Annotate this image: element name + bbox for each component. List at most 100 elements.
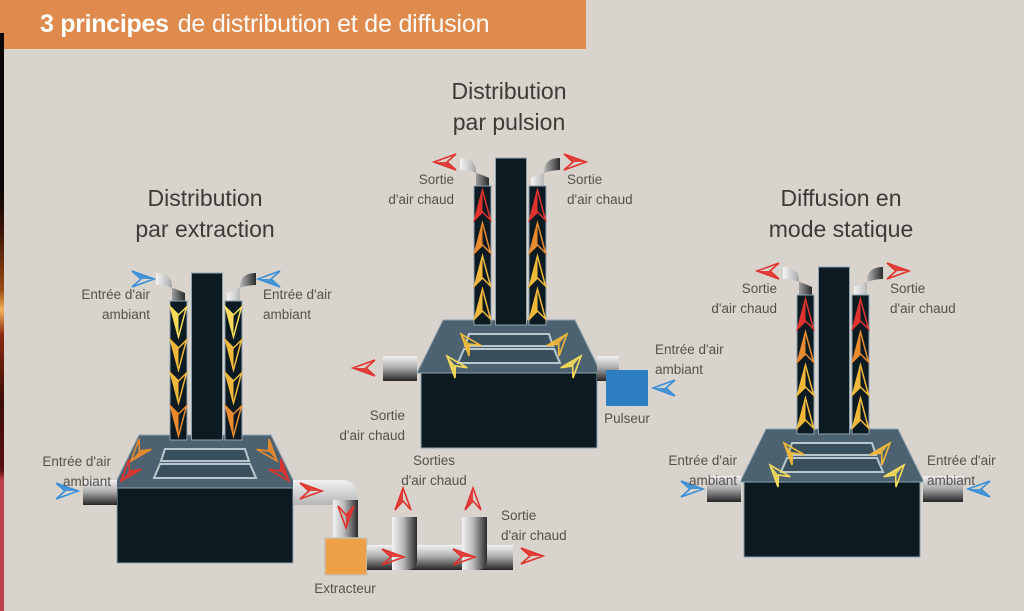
stove-extraction-plate-arrow-fill (131, 449, 152, 461)
stove-pulsion-duct-arrow (528, 286, 547, 322)
stove-extraction-plate-arrow (256, 438, 279, 463)
stove-pulsion-duct-label-left-line: Sortie (419, 172, 454, 187)
stove-pulsion-duct-arrow-fill (474, 256, 483, 286)
stove-statique-duct-label-right-line: Sortie (890, 281, 925, 296)
stove-statique-duct-arrow-fill (852, 398, 861, 428)
stove-pulsion-chimney (495, 157, 527, 326)
stove-extraction-duct-arrow (169, 304, 188, 340)
riser-2 (462, 517, 487, 570)
stove-statique-duct-arrow-fill (797, 332, 806, 362)
stove-statique-left-outlet-pipe (783, 267, 812, 295)
stove-extraction-duct-arrow-fill (170, 307, 179, 337)
stove-extraction-duct-arrow (169, 337, 188, 373)
statique-side-label-left-line: ambiant (689, 473, 737, 488)
stove-extraction-duct-arrow-fill (225, 406, 234, 436)
stove-extraction-plate-arrow (268, 458, 291, 483)
distribution-pipe-arrow (381, 548, 407, 566)
distribution-end-arrow-fill (521, 548, 543, 556)
pulsion-right-inlet-arrow (650, 379, 676, 397)
distribution-pipe-arrow-fill (453, 549, 475, 557)
stove-pulsion-duct-arrow-fill (474, 190, 483, 220)
stove-extraction-inlet-arrow-right (255, 270, 281, 288)
stove-pulsion-duct-arrow-fill (474, 289, 483, 319)
stove-statique-plate-arrow (768, 463, 791, 488)
extraction-outputs-middle-label-line: Sorties (413, 453, 455, 468)
pulsion-left-outlet-pipe (383, 356, 417, 381)
stove-statique-outlet-arrow-right (886, 262, 912, 280)
extraction-outputs-middle-label-line: d'air chaud (401, 473, 467, 488)
extraction-pipe-arrow (299, 482, 325, 500)
stove-extraction-duct-arrow-fill (225, 373, 234, 403)
stove-statique-body (743, 481, 921, 558)
pulsion-side-label-right-line: Entrée d'air (655, 342, 724, 357)
extraction-outputs-end-label-line: d'air chaud (501, 528, 567, 543)
stove-statique-right-outlet-pipe (854, 267, 883, 295)
stove-pulsion-duct-arrow (473, 187, 492, 223)
stove-extraction-duct-label-left-line: ambiant (102, 307, 150, 322)
distribution-pipe (367, 545, 513, 570)
stove-statique-outlet-arrow-left (754, 262, 780, 280)
pulsion-left-outlet-arrow-fill (353, 368, 375, 376)
stove-extraction-duct-arrow (224, 304, 243, 340)
pulsion-right-inlet-arrow-fill (653, 388, 675, 396)
pulsion-side-label-left-line: Sortie (370, 408, 405, 423)
extraction-left-inlet-arrow-fill (56, 483, 78, 491)
stove-extraction-plate-arrow (119, 458, 142, 483)
stove-extraction-inlet-arrow-left (131, 270, 157, 288)
stove-extraction-plate-arrow-fill (280, 459, 289, 481)
stove-statique-duct-arrow (796, 296, 815, 332)
stove-extraction-duct-arrow (224, 337, 243, 373)
stove-extraction-plate-arrow (129, 438, 152, 463)
stove-statique-plate-arrow (782, 441, 805, 466)
heading-extraction-line: Distribution (147, 185, 262, 211)
stove-statique-duct-arrow-fill (797, 365, 806, 395)
stove-extraction-body (116, 487, 294, 564)
stove-pulsion-plate-arrow-fill (447, 356, 456, 378)
stove-extraction-grille-1 (159, 448, 251, 462)
statique-right-inlet-arrow-fill (968, 489, 990, 497)
pulseur-label: Pulseur (604, 411, 650, 426)
stove-extraction-duct-arrow (224, 370, 243, 406)
stove-pulsion-outlet-arrow-right-fill (564, 154, 586, 162)
stove-pulsion-duct-arrow (473, 220, 492, 256)
riser-1-arrow (394, 485, 412, 511)
riser-2-arrow-fill (465, 488, 473, 510)
stove-statique-duct-label-left-line: Sortie (742, 281, 777, 296)
extraction-side-label-left-line: Entrée d'air (42, 454, 111, 469)
extraction-outputs-end-label-line: Sortie (501, 508, 536, 523)
riser-1 (392, 517, 417, 570)
distribution-pipe-arrow-fill (382, 549, 404, 557)
stove-extraction-duct-arrow (224, 403, 243, 439)
stove-extraction-inlet-arrow-left-fill (132, 271, 154, 279)
stove-statique-grille-2 (779, 457, 885, 473)
heading-pulsion-line: Distribution (451, 78, 566, 104)
stove-statique-duct-arrow-fill (852, 365, 861, 395)
stove-statique-duct-arrow-fill (797, 299, 806, 329)
statique-left-inlet-pipe (707, 476, 741, 502)
stove-statique-duct-arrow (851, 362, 870, 398)
stove-pulsion-duct-arrow (528, 253, 547, 289)
extraction-left-inlet-arrow (55, 482, 81, 500)
pulsion-side-label-right-line: ambiant (655, 362, 703, 377)
stove-pulsion-outlet-arrow-left-fill (434, 162, 456, 170)
stove-pulsion-outlet-arrow-right (563, 153, 589, 171)
stove-extraction-duct-arrow-fill (170, 406, 179, 436)
title-bold: 3 principes (40, 10, 169, 38)
statique-right-inlet-pipe (923, 476, 963, 502)
stove-pulsion-duct-arrow-fill (529, 289, 538, 319)
distribution-pipe-arrow (452, 548, 478, 566)
stove-statique-duct-arrow-fill (852, 332, 861, 362)
stove-pulsion-right-outlet-pipe (531, 158, 560, 186)
stove-extraction-duct-label-left-line: Entrée d'air (81, 287, 150, 302)
stove-statique-duct-label-left-line: d'air chaud (711, 301, 777, 316)
stove-pulsion-plate-arrow (445, 354, 468, 379)
stove-pulsion-duct-arrow (528, 220, 547, 256)
extraction-pipe-arrow (337, 505, 355, 531)
stove-statique-duct-arrow (796, 395, 815, 431)
stove-extraction-left-outlet-pipe (156, 273, 185, 301)
stove-pulsion-duct-arrow (473, 286, 492, 322)
statique-left-inlet-arrow (680, 480, 706, 498)
stove-pulsion-outlet-arrow-left (431, 153, 457, 171)
stove-statique-duct-arrow (796, 362, 815, 398)
